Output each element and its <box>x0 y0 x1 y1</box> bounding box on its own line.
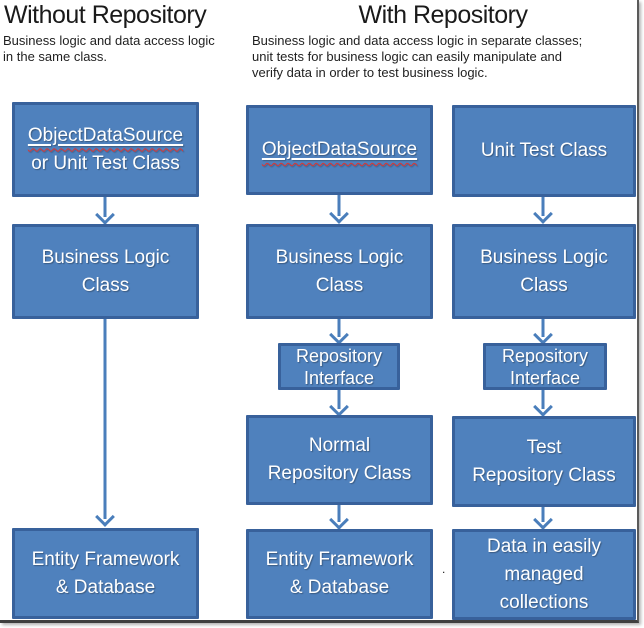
flow-box-repository-interface-normal: Repository Interface <box>278 343 400 390</box>
arrow-down-icon <box>535 319 551 344</box>
box-text-line: & Database <box>289 577 390 598</box>
description-line: verify data in order to test business lo… <box>252 65 488 80</box>
box-text-line: & Database <box>55 576 156 598</box>
flow-box-business-logic-class-without: Business Logic Class <box>12 224 199 319</box>
flow-box-data-in-easily-managed-collections: Data in easily managed collections <box>452 529 636 620</box>
box-text-line: Entity Framework <box>265 549 414 570</box>
arrow-down-icon <box>331 505 347 529</box>
description-line: in the same class. <box>3 49 108 64</box>
flow-box-test-repository-class: Test Repository Class <box>452 416 636 507</box>
arrow-down-icon <box>331 195 347 223</box>
flow-box-objectdatasource: ObjectDataSource <box>246 105 433 195</box>
box-text-line: or Unit Test Class <box>31 152 180 174</box>
section-title-without-repository: Without Repository <box>4 1 207 29</box>
box-text-line: Business Logic <box>41 246 170 268</box>
box-text-line: managed <box>504 563 584 585</box>
arrow-down-icon <box>331 390 347 416</box>
box-text-line: Repository Class <box>267 463 412 484</box>
box-text-line: collections <box>499 591 589 613</box>
box-text-line: Repository <box>501 345 589 366</box>
flow-box-repository-interface-test: Repository Interface <box>483 343 607 390</box>
box-text-line: Repository Class <box>472 464 616 486</box>
arrow-down-icon <box>331 319 347 344</box>
box-text-line: Business Logic <box>480 246 608 268</box>
description-line: unit tests for business logic can easily… <box>252 49 563 64</box>
description-line: Business logic and data access logic <box>3 33 215 48</box>
box-text-line: Normal <box>308 435 371 456</box>
flow-box-business-logic-class-normal: Business Logic Class <box>246 224 433 319</box>
arrow-down-icon <box>535 390 551 416</box>
box-text-line: Class <box>81 274 130 296</box>
underlined-word: ObjectDataSource <box>261 139 418 160</box>
arrow-down-icon <box>535 197 551 223</box>
flow-box-unit-test-class: Unit Test Class <box>452 105 636 197</box>
box-text-line: Class <box>520 274 568 296</box>
box-text-line: Interface <box>509 367 581 388</box>
flow-box-entity-framework-database-normal: Entity Framework & Database <box>246 529 433 619</box>
box-text-line: Unit Test Class <box>480 140 608 161</box>
flow-box-entity-framework-database-without: Entity Framework & Database <box>12 528 199 619</box>
underlined-word: ObjectDataSource <box>27 124 184 146</box>
box-text-line: Test <box>526 436 562 458</box>
box-text-line: Entity Framework <box>31 548 180 570</box>
box-text-line: Class <box>315 274 364 296</box>
description-line: Business logic and data access logic in … <box>252 33 583 48</box>
box-text-line: Interface <box>303 367 375 388</box>
arrow-down-icon <box>97 319 113 526</box>
section-description-without: Business logic and data access logic in … <box>3 33 253 65</box>
box-text-line: Repository <box>295 345 383 366</box>
arrow-down-icon <box>535 507 551 529</box>
arrow-down-icon <box>97 197 113 224</box>
flow-box-normal-repository-class: Normal Repository Class <box>246 415 433 505</box>
section-description-with: Business logic and data access logic in … <box>252 33 644 81</box>
section-title-with-repository: With Repository <box>358 1 528 29</box>
box-text-line: Business Logic <box>275 246 404 268</box>
flow-box-objectdatasource-or-unit-test-class: ObjectDataSource or Unit Test Class <box>12 102 199 197</box>
stray-period-artifact: . <box>442 562 446 576</box>
box-text-line: Data in easily <box>486 535 602 557</box>
flow-box-business-logic-class-test: Business Logic Class <box>452 224 636 319</box>
